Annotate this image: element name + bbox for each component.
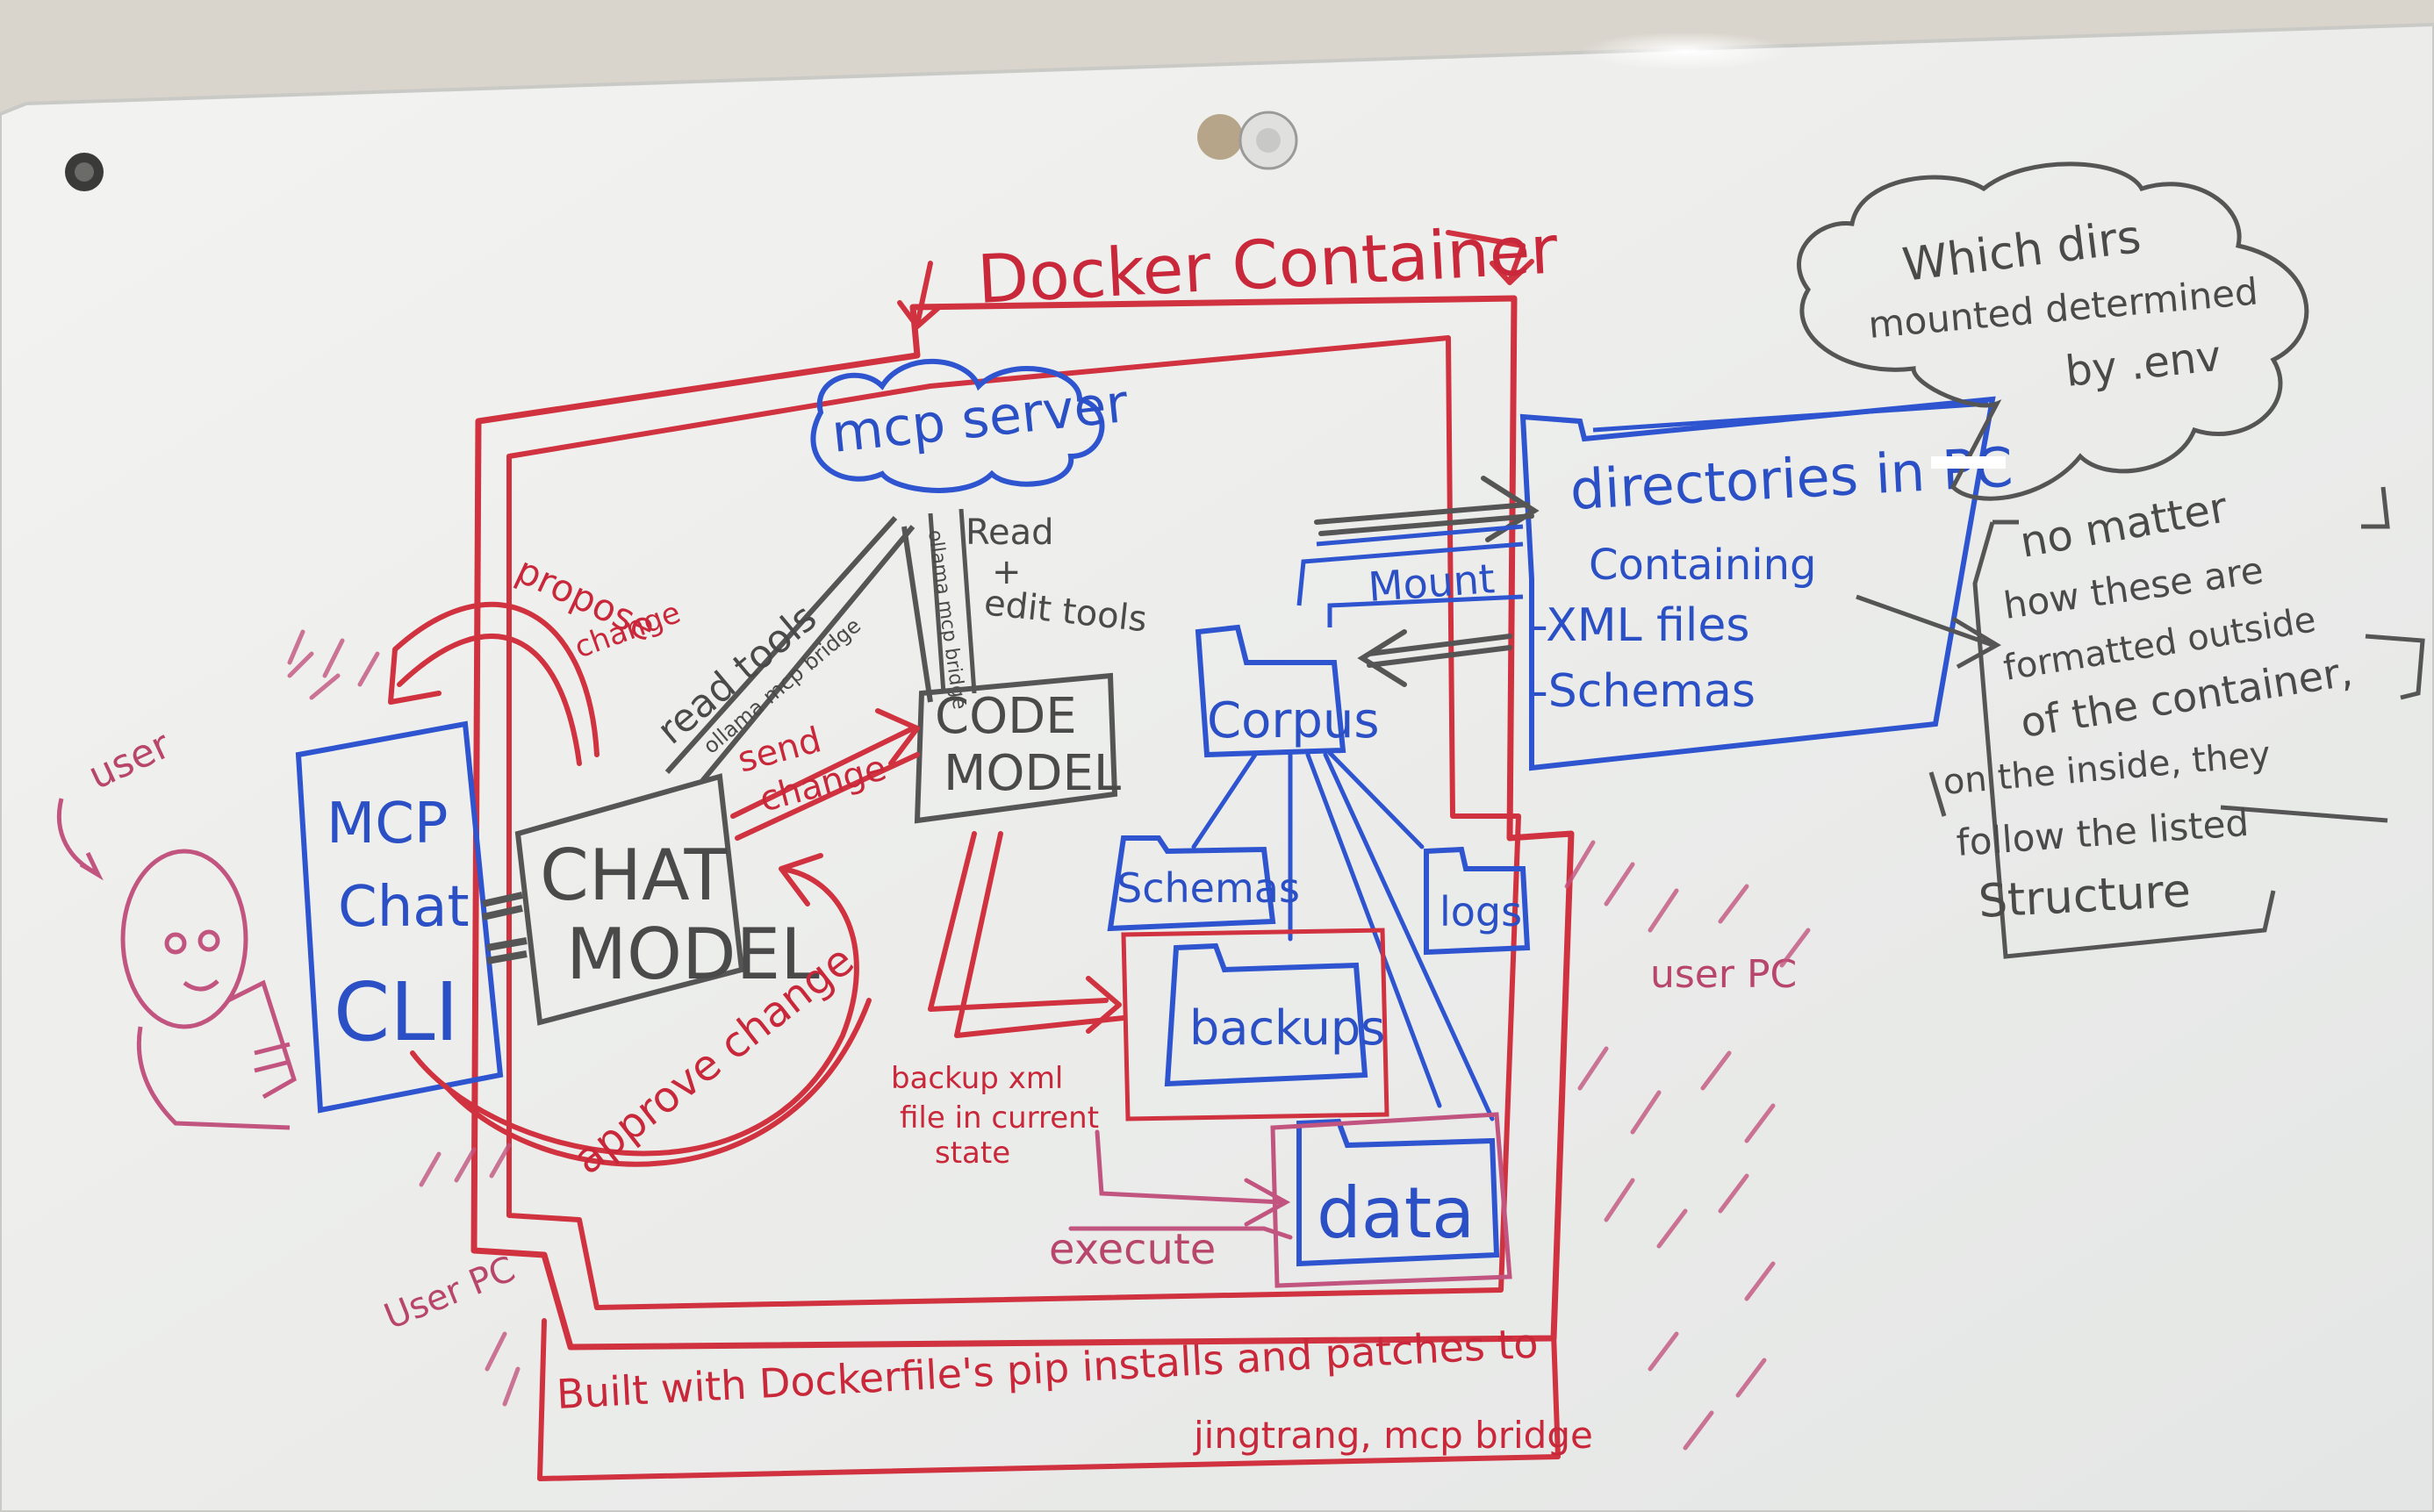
schemas-folder bbox=[1107, 835, 1276, 932]
dockerfile-note-frame bbox=[537, 1318, 1561, 1481]
mcp-chat-cli-label-line3: CLI bbox=[334, 965, 459, 1059]
structure-note-line7: Structure bbox=[1978, 864, 2193, 928]
backup-note-line2: file in current bbox=[900, 1100, 1099, 1136]
chat-model-label-line2: MODEL bbox=[566, 914, 820, 995]
chat-model-label-line1: CHAT bbox=[540, 835, 729, 916]
chat-model-box bbox=[514, 773, 745, 1026]
directories-in-pc-box bbox=[1519, 396, 1996, 771]
execute-arrow bbox=[1068, 1129, 1293, 1240]
logs-folder bbox=[1424, 846, 1531, 956]
user-stick-figure bbox=[120, 849, 297, 1130]
env-note-cloud bbox=[1797, 161, 2309, 501]
mcp-chat-cli-box bbox=[295, 720, 504, 1114]
backups-folder-label: backups bbox=[1189, 1000, 1385, 1056]
mount-arrow-out bbox=[1357, 629, 1512, 687]
mount-label: Mount bbox=[1367, 555, 1497, 611]
mounting-bolt-left-icon bbox=[65, 153, 104, 191]
data-folder bbox=[1296, 1118, 1500, 1267]
mcp-chat-cli-label-line2: Chat bbox=[338, 875, 470, 940]
mounting-bolt-center-icon bbox=[1197, 111, 1298, 170]
logs-folder-label: logs bbox=[1440, 888, 1522, 935]
schemas-folder-label: Schemas bbox=[1116, 864, 1300, 912]
structure-note-pointer bbox=[1856, 594, 2001, 670]
execute-label: execute bbox=[1049, 1225, 1216, 1274]
mcp-server-cloud bbox=[810, 358, 1105, 493]
data-folder-label: data bbox=[1317, 1172, 1475, 1254]
propose-change-arrow bbox=[388, 601, 600, 766]
containing-label: Containing bbox=[1589, 541, 1817, 590]
user-pc-label-right: user PC bbox=[1650, 952, 1797, 997]
approve-change-arrow bbox=[410, 853, 872, 1167]
dockerfile-note-line2: jingtrang, mcp bridge bbox=[1193, 1414, 1593, 1457]
read-edit-tools-line2: + bbox=[992, 552, 1022, 592]
send-change-arrow bbox=[730, 708, 920, 841]
backup-arrow bbox=[928, 831, 1126, 1038]
code-model-label-line1: CODE bbox=[935, 688, 1077, 745]
corpus-folder bbox=[1195, 624, 1346, 758]
glass-board bbox=[0, 22, 2434, 1512]
structure-note-box bbox=[1928, 486, 2425, 959]
corpus-label: Corpus bbox=[1207, 692, 1380, 749]
code-model-box bbox=[914, 672, 1118, 824]
xml-files-item: -XML files bbox=[1532, 599, 1749, 652]
backup-note-line3: state bbox=[935, 1136, 1010, 1171]
tape-strip bbox=[1931, 456, 2006, 469]
backups-folder bbox=[1164, 942, 1368, 1087]
read-edit-tools-line1: Read bbox=[966, 512, 1054, 553]
code-model-label-line2: MODEL bbox=[944, 745, 1121, 802]
schemas-list-item: -Schemas bbox=[1532, 665, 1755, 718]
mcp-chat-cli-label-line1: MCP bbox=[327, 792, 449, 856]
backup-note-line1: backup xml bbox=[891, 1061, 1063, 1096]
